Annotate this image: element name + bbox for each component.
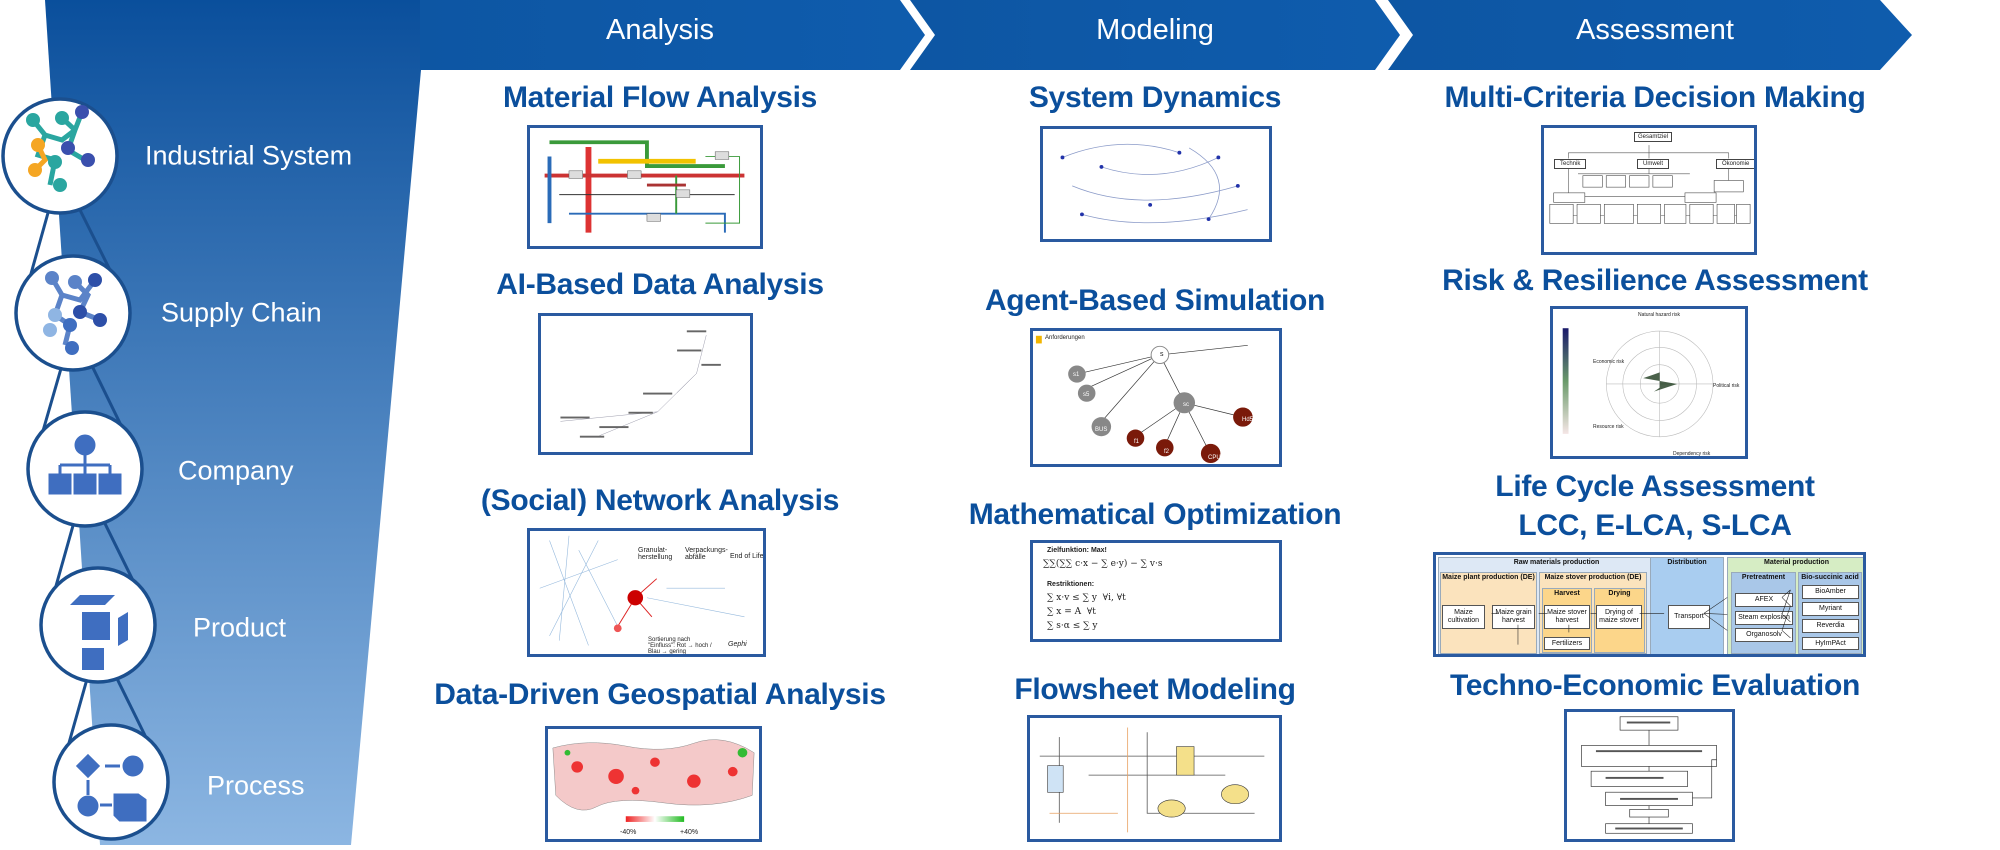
- lca-process-diagram: Raw materials production Maize plant pro…: [1433, 552, 1866, 657]
- objective-label: Zielfunktion: Max!: [1047, 547, 1107, 554]
- radar-axis-label: Economic risk: [1593, 359, 1625, 365]
- color-legend: [625, 816, 685, 822]
- sna-step-3: End of Life: [730, 553, 764, 560]
- title-mathematical-optimization: Mathematical Optimization: [968, 498, 1342, 531]
- abs-node: sc: [1183, 402, 1189, 408]
- lca-maize-stover-header: Maize stover production (DE): [1544, 574, 1642, 581]
- lca-box: Reverdia: [1802, 619, 1859, 633]
- agent-based-diagram: Anforderungen s s1 s5 BUS sc f1 f2 CPU H…: [1030, 328, 1282, 467]
- lca-box: Organosolv: [1735, 628, 1793, 642]
- level-circle-industrial: [1, 97, 119, 215]
- mcdm-root: Gesamtziel: [1634, 132, 1673, 142]
- title-agent-based-simulation: Agent-Based Simulation: [984, 284, 1326, 317]
- constraints-label: Restriktionen:: [1047, 581, 1095, 588]
- network-icon-supply-chain: [43, 271, 107, 355]
- lca-distribution-header: Distribution: [1667, 559, 1707, 566]
- level-company: Company: [178, 455, 294, 486]
- abs-node: CPU: [1208, 455, 1221, 461]
- ai-network-plot: [538, 313, 753, 455]
- geospatial-map: -40% +40%: [545, 726, 762, 842]
- level-product: Product: [193, 612, 287, 643]
- sna-step-1: Granulat-herstellung: [638, 547, 673, 561]
- chevron-assessment: [1388, 0, 1912, 70]
- radar-axis-label: Dependency risk: [1673, 451, 1711, 457]
- radar-axis-label: Resource risk: [1593, 424, 1624, 430]
- abs-node: s5: [1083, 392, 1090, 398]
- lca-box: HyImPAct: [1802, 637, 1859, 650]
- abs-node: s1: [1073, 372, 1080, 378]
- lca-maize-plant-header: Maize plant production (DE): [1442, 574, 1535, 581]
- level-circle-supply-chain: [14, 254, 132, 372]
- network-icon-industrial: [26, 105, 95, 192]
- mcdm-criterion: Umwelt: [1637, 159, 1670, 169]
- lca-box: BioAmber: [1802, 585, 1859, 599]
- title-network-analysis: (Social) Network Analysis: [480, 484, 840, 517]
- level-process: Process: [207, 770, 305, 801]
- title-system-dynamics: System Dynamics: [1028, 81, 1282, 114]
- title-mcdm: Multi-Criteria Decision Making: [1444, 81, 1866, 114]
- mcdm-criterion: Ökonomie: [1716, 159, 1754, 169]
- lca-biosuccinic-header: Bio-succinic acid: [1801, 574, 1859, 581]
- lca-raw-header: Raw materials production: [1513, 559, 1600, 566]
- mcdm-criterion: Technik: [1554, 159, 1587, 169]
- title-flowsheet-modeling: Flowsheet Modeling: [1014, 673, 1296, 706]
- system-dynamics-diagram: [1040, 126, 1272, 242]
- title-ai-data-analysis: AI-Based Data Analysis: [496, 268, 824, 301]
- lca-box: Fertilizers: [1544, 637, 1590, 650]
- title-geospatial-analysis: Data-Driven Geospatial Analysis: [434, 678, 886, 711]
- process-icon: [75, 753, 147, 822]
- title-material-flow-analysis: Material Flow Analysis: [502, 81, 818, 114]
- product-cube-icon: [70, 595, 128, 670]
- lca-box: Maize cultivation: [1442, 605, 1485, 629]
- sna-note: Sortierung nach "Einfluss": Rot → hoch /…: [648, 637, 712, 655]
- lca-harvest-header: Harvest: [1554, 590, 1580, 597]
- radar-axis-label: Political risk: [1713, 383, 1740, 389]
- level-supply-chain: Supply Chain: [161, 297, 322, 328]
- lca-box: Maize grain harvest: [1492, 605, 1535, 629]
- mcdm-hierarchy: Gesamtziel Technik Umwelt Ökonomie: [1541, 125, 1757, 255]
- lca-box: Transport: [1668, 605, 1710, 629]
- gephi-logo: Gephi: [728, 641, 747, 648]
- level-industrial-system: Industrial System: [145, 140, 353, 171]
- risk-radar-chart: Natural hazard risk Economic risk Politi…: [1550, 306, 1748, 459]
- phase-analysis: Analysis: [606, 14, 714, 46]
- legend-min: -40%: [620, 829, 637, 836]
- abs-node: f1: [1134, 439, 1140, 445]
- lca-box: Myriant: [1802, 602, 1859, 616]
- radar-axis-label: Natural hazard risk: [1638, 312, 1680, 318]
- abs-legend: Anforderungen: [1045, 335, 1085, 341]
- title-life-cycle-assessment: Life Cycle Assessment: [1495, 470, 1815, 503]
- social-network-graph: Granulat-herstellung Verpackungs-abfälle…: [527, 528, 766, 657]
- legend-max: +40%: [680, 829, 699, 836]
- org-chart-icon: [48, 434, 122, 495]
- title-risk-resilience: Risk & Resilience Assessment: [1442, 264, 1868, 297]
- sna-step-2: Verpackungs-abfälle: [685, 547, 728, 561]
- lca-material-header: Material production: [1764, 559, 1829, 566]
- techno-economic-flowchart: [1564, 709, 1735, 842]
- lca-box: AFEX: [1735, 593, 1793, 607]
- chevron-modeling: [910, 0, 1400, 70]
- chevron-analysis: [420, 0, 925, 70]
- abs-node: f2: [1164, 449, 1170, 455]
- abs-node: Hd5: [1242, 417, 1254, 423]
- optimization-equations: Zielfunktion: Max! ∑∑(∑∑ c·x − ∑ e·y) − …: [1030, 540, 1282, 642]
- phase-assessment: Assessment: [1576, 14, 1734, 46]
- title-lca-variants: LCC, E-LCA, S-LCA: [1518, 509, 1792, 542]
- lca-pretreatment-header: Pretreatment: [1741, 574, 1786, 581]
- lca-drying-header: Drying: [1608, 590, 1631, 597]
- flowsheet-diagram: [1027, 715, 1282, 842]
- central-node: [627, 590, 644, 606]
- mfa-diagram: [527, 125, 763, 249]
- title-techno-economic: Techno-Economic Evaluation: [1449, 669, 1861, 702]
- lca-box: Drying of maize stover: [1596, 605, 1642, 629]
- lca-box: Steam explosion: [1735, 611, 1793, 625]
- abs-node: s: [1160, 351, 1164, 358]
- phase-modeling: Modeling: [1096, 14, 1214, 46]
- lca-box: Maize stover harvest: [1544, 605, 1590, 629]
- abs-node: BUS: [1095, 427, 1108, 433]
- level-circle-process: [52, 723, 170, 841]
